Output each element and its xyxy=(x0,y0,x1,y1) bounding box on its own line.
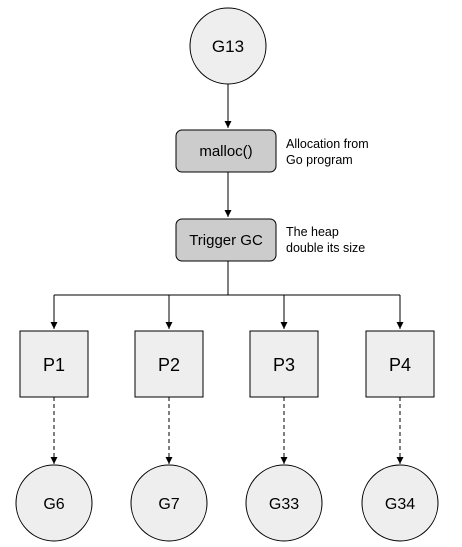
node-trigger-gc-label: Trigger GC xyxy=(189,232,263,249)
node-malloc: malloc() xyxy=(175,129,277,173)
node-g6-shape xyxy=(15,464,93,542)
node-p4: P4 xyxy=(365,330,435,398)
node-malloc-label: malloc() xyxy=(199,143,252,160)
note-gc-line2: double its size xyxy=(286,241,365,255)
node-p3-shape xyxy=(249,330,319,398)
node-trigger-gc: Trigger GC xyxy=(175,218,277,262)
node-g33-label: G33 xyxy=(269,496,299,513)
node-p4-label: P4 xyxy=(389,355,411,375)
node-g6-label: G6 xyxy=(43,496,64,513)
note-malloc-line2: Go program xyxy=(286,153,353,167)
node-malloc-shape xyxy=(175,129,277,173)
node-p2-label: P2 xyxy=(158,355,180,375)
node-p2: P2 xyxy=(134,330,204,398)
note-malloc-line1: Allocation from xyxy=(286,137,369,151)
node-p1-shape xyxy=(19,330,89,398)
node-g7-label: G7 xyxy=(158,496,179,513)
node-g13-shape xyxy=(189,7,267,85)
node-g34-shape xyxy=(361,464,439,542)
note-gc-line1: The heap xyxy=(286,225,339,239)
node-g13: G13 xyxy=(189,7,267,85)
node-p3-label: P3 xyxy=(273,355,295,375)
node-p1-label: P1 xyxy=(43,355,65,375)
node-p4-shape xyxy=(365,330,435,398)
node-p2-shape xyxy=(134,330,204,398)
node-g34: G34 xyxy=(361,464,439,542)
node-trigger-gc-shape xyxy=(175,218,277,262)
node-p3: P3 xyxy=(249,330,319,398)
node-g34-label: G34 xyxy=(385,496,415,513)
connectors xyxy=(50,84,404,464)
node-g7: G7 xyxy=(130,464,208,542)
node-g33-shape xyxy=(245,464,323,542)
node-g7-shape xyxy=(130,464,208,542)
node-p1: P1 xyxy=(19,330,89,398)
node-g33: G33 xyxy=(245,464,323,542)
node-g13-label: G13 xyxy=(212,37,244,56)
node-g6: G6 xyxy=(15,464,93,542)
